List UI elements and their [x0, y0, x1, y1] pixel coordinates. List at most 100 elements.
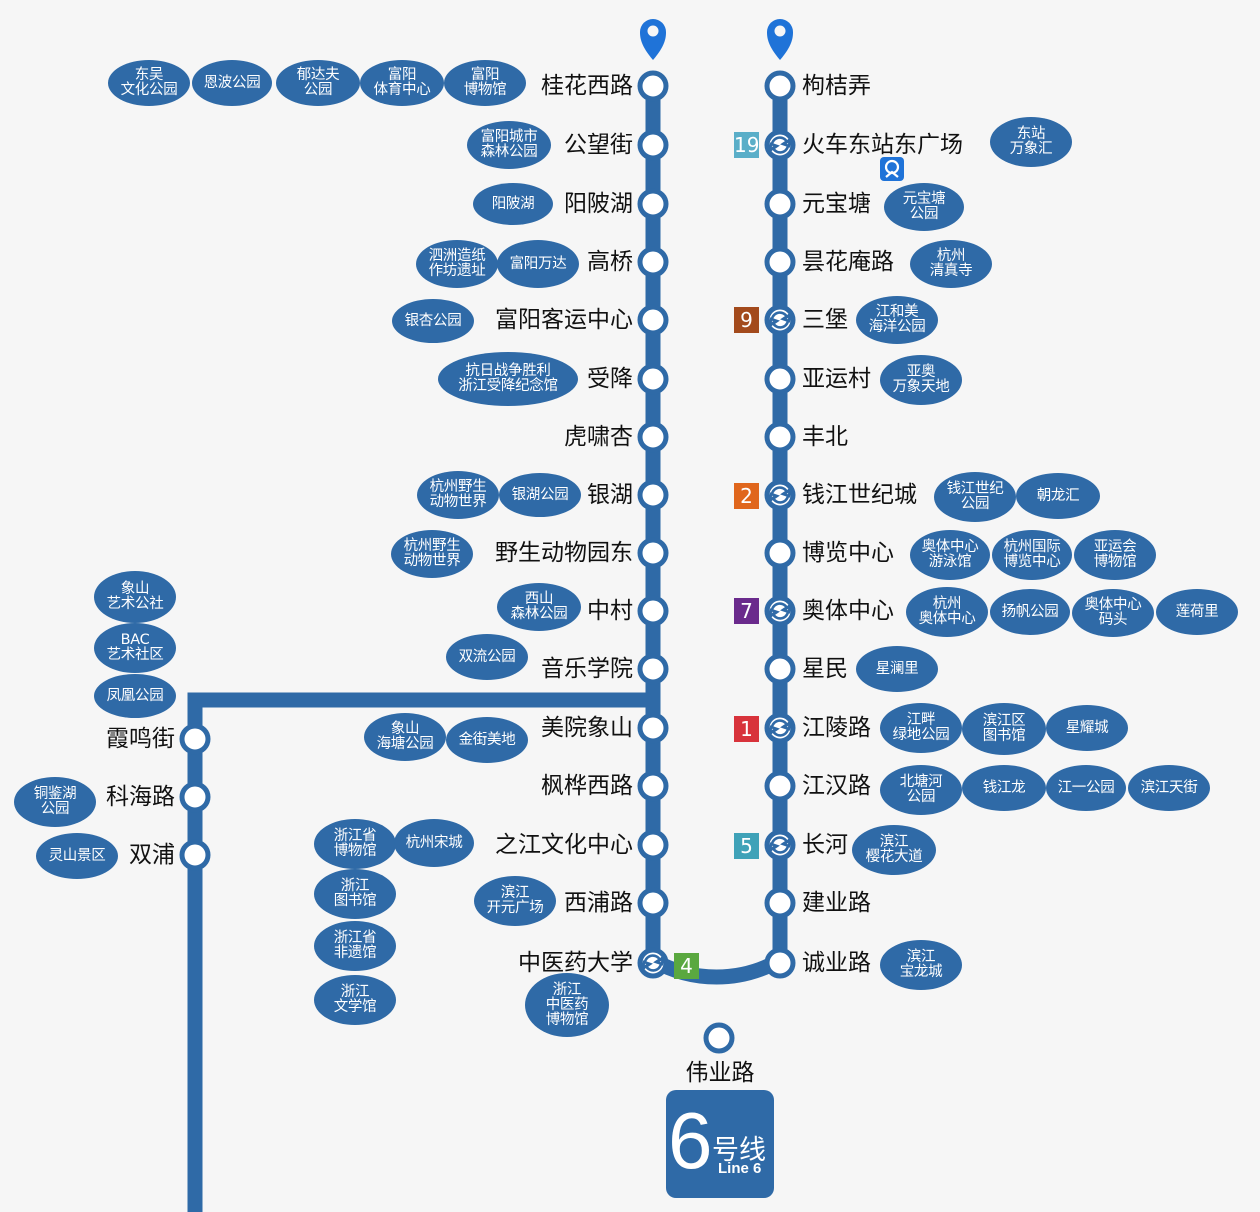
station-label[interactable]: 建业路: [802, 890, 871, 916]
poi-bubble[interactable]: 杭州国际 博览中心: [992, 530, 1072, 580]
poi-bubble[interactable]: 亚运会 博物馆: [1074, 530, 1156, 580]
poi-bubble[interactable]: 阳陂湖: [473, 183, 553, 225]
station-label[interactable]: 桂花西路: [541, 73, 633, 99]
station-枫桦西路[interactable]: [637, 770, 669, 802]
poi-bubble[interactable]: 滨江 樱花大道: [852, 825, 936, 875]
poi-bubble[interactable]: 钱江龙: [962, 765, 1046, 811]
transfer-badge-line-5[interactable]: 5: [734, 833, 759, 859]
poi-bubble[interactable]: 富阳城市 森林公园: [467, 121, 551, 169]
station-label[interactable]: 枸桔弄: [802, 73, 871, 99]
poi-bubble[interactable]: 星耀城: [1046, 705, 1128, 751]
poi-bubble[interactable]: 银杏公园: [392, 299, 474, 343]
poi-bubble[interactable]: 扬帆公园: [990, 589, 1070, 635]
poi-bubble[interactable]: 杭州 清真寺: [910, 240, 992, 288]
station-label[interactable]: 之江文化中心: [495, 832, 633, 858]
station-昙花庵路[interactable]: [764, 246, 796, 278]
poi-bubble[interactable]: 江一公园: [1046, 765, 1126, 811]
station-label[interactable]: 西浦路: [564, 890, 633, 916]
station-label[interactable]: 受降: [587, 366, 633, 392]
poi-bubble[interactable]: 北塘河 公园: [880, 765, 962, 815]
poi-bubble[interactable]: 滨江 宝龙城: [880, 940, 962, 990]
station-label[interactable]: 钱江世纪城: [802, 482, 917, 508]
poi-bubble[interactable]: 元宝塘 公园: [884, 183, 964, 231]
station-霞鸣街[interactable]: [179, 723, 211, 755]
station-label[interactable]: 元宝塘: [802, 191, 871, 217]
station-label[interactable]: 富阳客运中心: [495, 307, 633, 333]
station-钱江世纪城[interactable]: [764, 479, 796, 511]
poi-bubble[interactable]: 富阳 体育中心: [360, 60, 444, 106]
station-虎啸杏[interactable]: [637, 421, 669, 453]
station-label[interactable]: 星民: [802, 656, 848, 682]
station-中医药大学[interactable]: [637, 947, 669, 979]
station-美院象山[interactable]: [637, 712, 669, 744]
station-奥体中心[interactable]: [764, 595, 796, 627]
poi-bubble[interactable]: 东吴 文化公园: [108, 60, 190, 106]
station-label[interactable]: 高桥: [587, 249, 633, 275]
station-火车东站东广场[interactable]: [764, 129, 796, 161]
station-三堡[interactable]: [764, 304, 796, 336]
station-label[interactable]: 美院象山: [541, 715, 633, 741]
poi-bubble[interactable]: 亚奥 万象天地: [880, 355, 962, 405]
poi-bubble[interactable]: 泗洲造纸 作坊遗址: [416, 240, 498, 288]
station-label[interactable]: 中村: [587, 598, 633, 624]
poi-bubble[interactable]: 浙江 图书馆: [314, 869, 396, 919]
station-label[interactable]: 双浦: [129, 842, 175, 868]
station-阳陂湖[interactable]: [637, 188, 669, 220]
station-双浦[interactable]: [179, 839, 211, 871]
station-野生动物园东[interactable]: [637, 537, 669, 569]
poi-bubble[interactable]: 铜鉴湖 公园: [14, 777, 96, 827]
station-label[interactable]: 丰北: [802, 424, 848, 450]
poi-bubble[interactable]: 浙江省 非遗馆: [314, 921, 396, 971]
station-label[interactable]: 火车东站东广场: [802, 132, 963, 158]
station-音乐学院[interactable]: [637, 653, 669, 685]
station-label[interactable]: 音乐学院: [541, 656, 633, 682]
transfer-badge-line-1[interactable]: 1: [734, 716, 759, 742]
station-西浦路[interactable]: [637, 887, 669, 919]
poi-bubble[interactable]: 滨江 开元广场: [474, 876, 556, 926]
poi-bubble[interactable]: 郁达夫 公园: [276, 60, 360, 106]
station-label[interactable]: 银湖: [587, 482, 633, 508]
poi-bubble[interactable]: 钱江世纪 公园: [934, 472, 1016, 522]
poi-bubble[interactable]: 富阳万达: [497, 240, 579, 288]
station-丰北[interactable]: [764, 421, 796, 453]
station-博览中心[interactable]: [764, 537, 796, 569]
poi-bubble[interactable]: 抗日战争胜利 浙江受降纪念馆: [438, 352, 578, 406]
station-label[interactable]: 诚业路: [802, 950, 871, 976]
station-label[interactable]: 博览中心: [802, 540, 894, 566]
station-label[interactable]: 昙花庵路: [802, 249, 894, 275]
poi-bubble[interactable]: 江畔 绿地公园: [880, 703, 962, 753]
station-label[interactable]: 阳陂湖: [564, 191, 633, 217]
poi-bubble[interactable]: 奥体中心 码头: [1072, 589, 1154, 637]
transfer-badge-line-4[interactable]: 4: [674, 953, 699, 979]
station-江陵路[interactable]: [764, 712, 796, 744]
station-label[interactable]: 中医药大学: [518, 950, 633, 976]
poi-bubble[interactable]: 象山 艺术公社: [94, 571, 176, 623]
station-富阳客运中心[interactable]: [637, 304, 669, 336]
station-中村[interactable]: [637, 595, 669, 627]
poi-bubble[interactable]: 莲荷里: [1156, 589, 1238, 635]
poi-bubble[interactable]: 灵山景区: [36, 833, 118, 879]
transfer-badge-line-19[interactable]: 19: [734, 132, 760, 158]
transfer-badge-line-9[interactable]: 9: [734, 307, 759, 333]
poi-bubble[interactable]: BAC 艺术社区: [94, 623, 176, 673]
poi-bubble[interactable]: 浙江 中医药 博物馆: [525, 973, 609, 1037]
terminal-label[interactable]: 伟业路: [685, 1060, 755, 1086]
station-科海路[interactable]: [179, 781, 211, 813]
station-label[interactable]: 长河: [802, 832, 848, 858]
poi-bubble[interactable]: 浙江 文学馆: [314, 975, 396, 1025]
station-label[interactable]: 枫桦西路: [541, 773, 633, 799]
poi-bubble[interactable]: 恩波公园: [192, 60, 272, 106]
station-诚业路[interactable]: [764, 947, 796, 979]
transfer-badge-line-2[interactable]: 2: [734, 483, 759, 509]
station-亚运村[interactable]: [764, 363, 796, 395]
poi-bubble[interactable]: 东站 万象汇: [990, 117, 1072, 167]
poi-bubble[interactable]: 杭州野生 动物世界: [391, 530, 473, 578]
poi-bubble[interactable]: 凤凰公园: [94, 674, 176, 718]
poi-bubble[interactable]: 金街美地: [446, 717, 528, 763]
station-建业路[interactable]: [764, 887, 796, 919]
station-银湖[interactable]: [637, 479, 669, 511]
station-label[interactable]: 江陵路: [802, 715, 871, 741]
station-label[interactable]: 公望街: [564, 132, 633, 158]
poi-bubble[interactable]: 杭州宋城: [394, 819, 474, 867]
poi-bubble[interactable]: 星澜里: [856, 646, 938, 692]
